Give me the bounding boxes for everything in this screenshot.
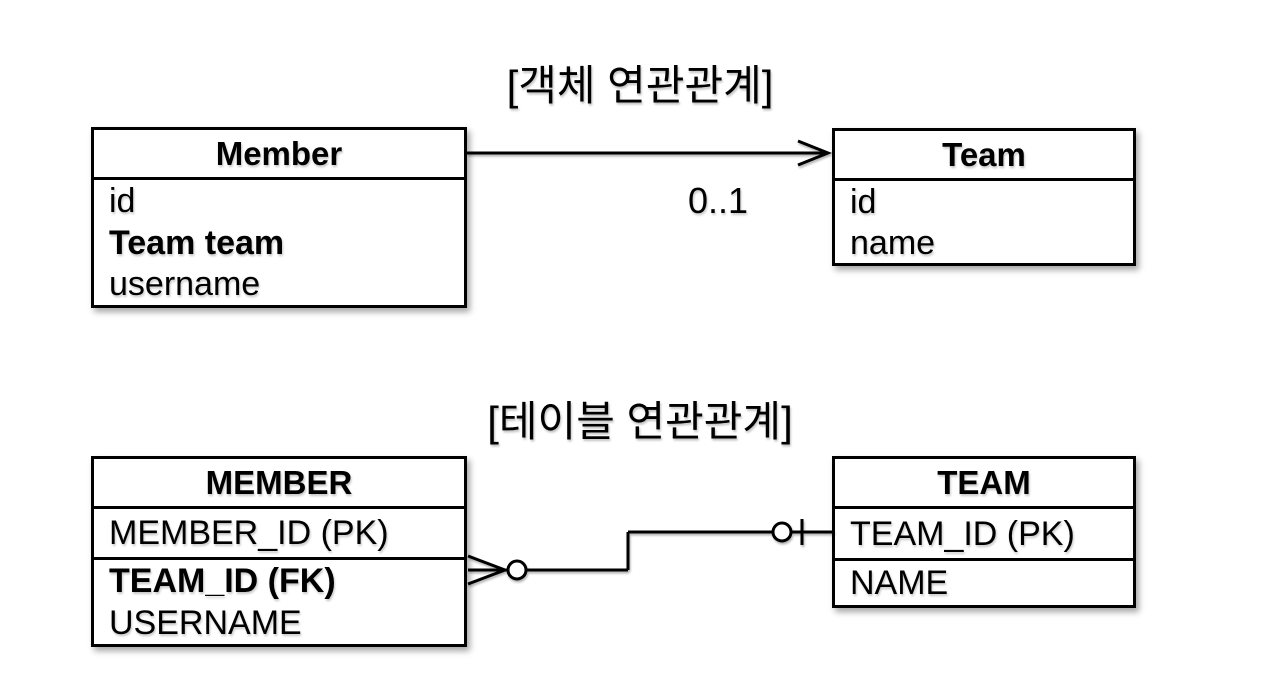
- zero-circle-icon: [506, 559, 528, 581]
- team-table-column-team-id-pk: TEAM_ID (PK): [835, 509, 1133, 561]
- multiplicity-label: 0..1: [688, 180, 749, 221]
- member-class-fields: id Team team username: [94, 180, 464, 305]
- member-class-field-id: id: [109, 181, 136, 220]
- table-relation-title: [테이블 연관관계]: [487, 398, 793, 445]
- relationship-connector: [467, 519, 834, 586]
- association-arrow: [467, 139, 833, 167]
- member-class-box: Member id Team team username: [91, 127, 467, 308]
- member-class-field-team: Team team: [109, 223, 285, 262]
- arrowhead-icon: [797, 139, 833, 167]
- team-class-box: Team id name: [832, 128, 1136, 266]
- team-table-box: TEAM TEAM_ID (PK) NAME: [832, 456, 1136, 608]
- object-relation-title: [객체 연관관계]: [506, 62, 774, 109]
- team-table-name: TEAM: [835, 459, 1133, 509]
- member-class-field-username: username: [109, 265, 261, 304]
- zero-circle-icon: [771, 521, 793, 543]
- team-table-column-name: NAME: [850, 564, 949, 602]
- member-table-column-team-id-fk: TEAM_ID (FK): [109, 562, 336, 600]
- member-table-name: MEMBER: [94, 459, 464, 509]
- member-table-columns: MEMBER_ID (PK) TEAM_ID (FK) USERNAME: [94, 509, 464, 644]
- crows-foot-icon: [467, 554, 508, 586]
- team-class-field-name: name: [850, 223, 936, 262]
- member-table-box: MEMBER MEMBER_ID (PK) TEAM_ID (FK) USERN…: [91, 456, 467, 647]
- team-class-fields: id name: [835, 181, 1133, 263]
- team-class-field-id: id: [850, 182, 877, 221]
- team-class-name: Team: [835, 131, 1133, 181]
- member-table-column-username: USERNAME: [109, 604, 302, 642]
- member-table-column-member-id-pk: MEMBER_ID (PK): [94, 509, 464, 560]
- team-table-columns: TEAM_ID (PK) NAME: [835, 509, 1133, 605]
- member-class-name: Member: [94, 130, 464, 180]
